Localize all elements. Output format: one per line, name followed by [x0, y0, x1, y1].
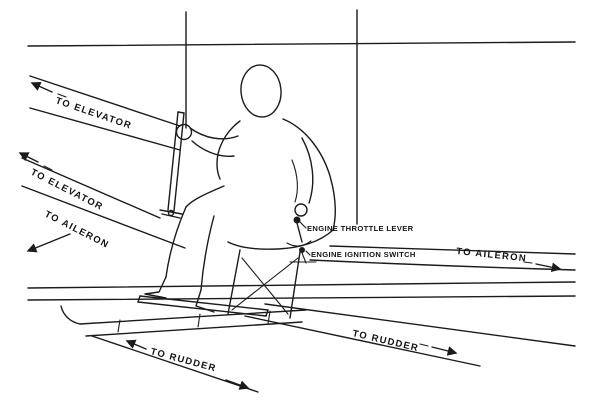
thigh-front — [185, 185, 225, 208]
arrow-dash-aileron-right — [523, 261, 533, 264]
rudder-bar-cap-right — [265, 309, 269, 317]
aileron-cable-right-2 — [309, 259, 576, 271]
seat-brace-1 — [241, 257, 289, 315]
foot-rear — [195, 289, 215, 313]
skid-frame — [60, 305, 307, 337]
rudder-cable-right-1 — [264, 303, 576, 347]
rudder-cable-left — [91, 335, 259, 393]
seat-leg-rear — [289, 251, 301, 319]
stick-left-edge — [167, 111, 179, 211]
arrow-to-rudder-right — [431, 346, 458, 356]
ignition-knob — [299, 247, 305, 253]
ignition-lever-arm — [301, 252, 307, 264]
elevator-cable-upper-2 — [29, 107, 181, 151]
throttle-knob — [293, 216, 301, 224]
floor-line-lower — [27, 295, 576, 301]
rudder-bar-cap-left — [137, 295, 141, 303]
left-arm-bottom — [191, 140, 235, 157]
cable-lines — [21, 75, 576, 393]
shin-rear — [200, 215, 215, 291]
skid-strut-3 — [267, 310, 271, 325]
rudder-bar — [137, 295, 269, 317]
aileron-cable-left — [21, 185, 186, 249]
skid-upturn — [60, 305, 81, 325]
arrow-to-rudder-left-back — [125, 339, 147, 350]
skid-strut-2 — [197, 313, 201, 328]
arrow-dash-elevator-upper — [57, 93, 67, 98]
frame-lines — [27, 9, 576, 301]
rudder-cable-right-2 — [244, 315, 481, 367]
rudder-bar-bottom — [137, 301, 267, 317]
skid-strut-1 — [117, 319, 121, 333]
throttle-lever-arm — [296, 222, 303, 243]
stick-pivot — [167, 209, 175, 217]
throttle-quadrant — [286, 216, 317, 264]
arrow-to-aileron-right — [535, 262, 562, 273]
top-horizontal-line — [27, 41, 576, 47]
label-engine-throttle-lever: ENGINE THROTTLE LEVER — [307, 224, 414, 233]
aileron-cable-right-1 — [329, 245, 576, 255]
head — [240, 64, 282, 118]
arrow-dash-elevator-lower — [43, 165, 53, 171]
right-arm-outer — [301, 137, 314, 204]
floor-line-upper — [27, 281, 576, 289]
shin-front — [165, 206, 187, 278]
label-to-aileron-left: TO AILERON — [43, 209, 111, 251]
label-to-rudder-left: TO RUDDER — [149, 346, 218, 374]
control-stick — [159, 111, 185, 219]
seat-frame — [227, 229, 334, 319]
arrow-to-elevator-upper — [30, 81, 53, 93]
arrow-to-aileron-left — [26, 233, 71, 253]
skid-top — [79, 309, 307, 325]
label-engine-ignition-switch: ENGINE IGNITION SWITCH — [311, 250, 416, 259]
stick-top-cap — [177, 111, 185, 114]
diagram-labels: TO ELEVATOR TO ELEVATOR TO AILERON TO AI… — [29, 95, 528, 374]
ignition-leader-line — [305, 250, 311, 256]
seat-leg-front — [227, 249, 241, 315]
left-arm-top — [189, 127, 239, 140]
torso-left — [216, 120, 241, 180]
label-to-rudder-right: TO RUDDER — [351, 328, 420, 354]
direction-arrows — [18, 81, 562, 390]
left-hand — [175, 123, 193, 141]
torso-right — [282, 118, 337, 231]
label-to-aileron-right: TO AILERON — [456, 246, 528, 264]
arrow-to-elevator-lower — [18, 152, 39, 163]
throttle-leader-line — [299, 221, 307, 229]
stick-right-edge — [173, 112, 185, 212]
seat-edge — [227, 229, 334, 250]
elevator-cable-lower — [21, 157, 161, 219]
throttle-quadrant-arc — [286, 240, 312, 247]
skid-bottom — [85, 321, 303, 337]
elevator-cable-upper-1 — [29, 75, 181, 127]
right-hand — [294, 203, 308, 217]
arrow-to-rudder-left-fwd — [225, 379, 250, 390]
right-arm-inner — [291, 159, 298, 203]
arrow-dash-rudder-right — [419, 343, 429, 347]
rudder-bar-top — [139, 295, 269, 311]
label-to-elevator-lower: TO ELEVATOR — [29, 167, 105, 213]
foot-front — [144, 276, 167, 299]
stick-base-bracket-top — [159, 209, 183, 215]
pilot-figure — [144, 64, 337, 313]
seat-brace-2 — [231, 257, 299, 311]
